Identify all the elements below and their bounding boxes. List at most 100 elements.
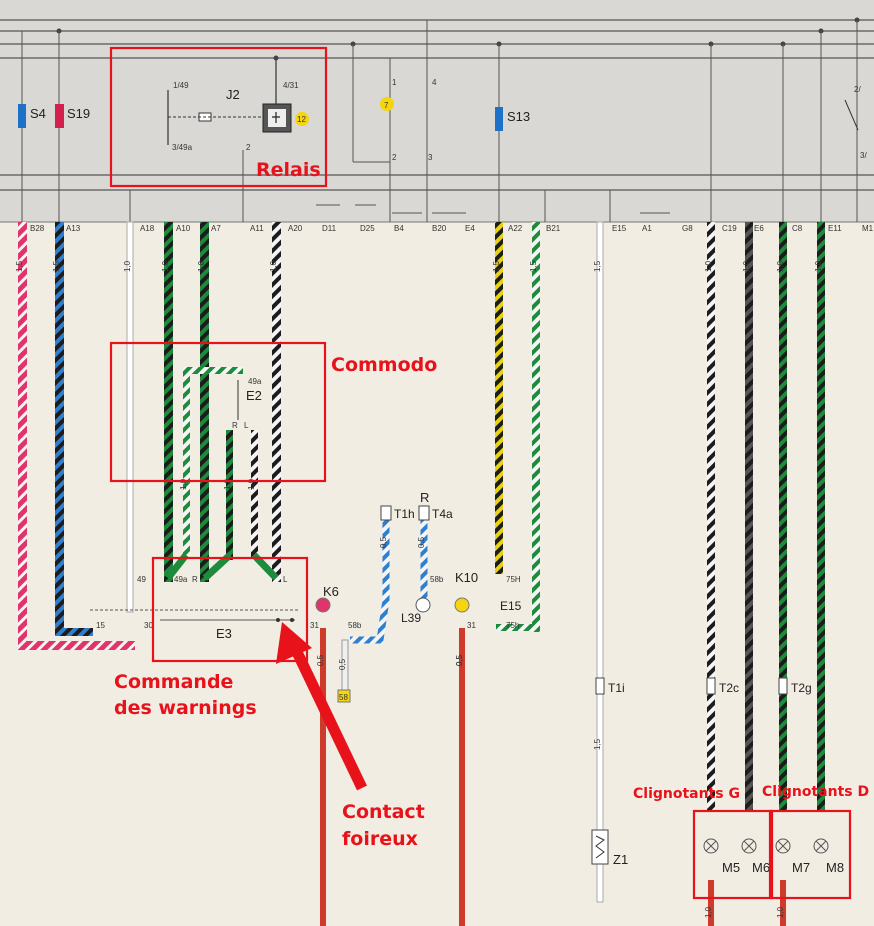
warning-terminal-l: L: [283, 575, 288, 584]
box-clignotants-g: [692, 809, 774, 900]
fuse-s4: [18, 104, 26, 128]
fuse-s19-label: S19: [67, 106, 90, 121]
bulb-m5-label: M5: [722, 860, 740, 875]
wire-gauge-label: 1,0: [814, 260, 823, 272]
connector-label: D11: [322, 224, 337, 233]
wire-gauge-label: 1,0: [247, 478, 256, 490]
wire-green-75h: [496, 624, 540, 631]
wire-gauge-label: 0,5: [455, 654, 464, 666]
wire-gauge-label: 0,5: [417, 536, 426, 548]
terminal-58-badge: [337, 689, 351, 703]
wire-bw-c19: [707, 222, 715, 812]
bus-lines: [0, 19, 874, 191]
wire-gauge-label: 1,5: [15, 260, 24, 272]
lamp-l39-label: L39: [401, 611, 421, 625]
terminal-right-3: 3/: [860, 151, 867, 160]
connector-label: A13: [66, 224, 81, 233]
connector-label: E11: [828, 224, 842, 233]
warning-switch-e3-label: E3: [216, 626, 232, 641]
connector-label: B20: [432, 224, 447, 233]
wire-gauge-label: 1,5: [529, 260, 538, 272]
heater-z1-label: Z1: [613, 852, 628, 867]
wire-gauge-label: 0,5: [316, 654, 325, 666]
connector-label: B4: [394, 224, 404, 233]
wire-gauge-label: 1,5: [52, 260, 61, 272]
wire-gauge-label: 1,0: [269, 260, 278, 272]
wire-gauge-label: 1,0: [742, 260, 751, 272]
fuse-7-badge: [380, 97, 394, 111]
connector-label: B28: [30, 224, 45, 233]
k10-terminal-31: 31: [467, 621, 476, 630]
connector-r-label: R: [420, 490, 429, 505]
wire-commodo-top: [183, 367, 243, 374]
connector-label: C8: [792, 224, 803, 233]
annotation-warnings-line2: des warnings: [114, 697, 257, 719]
wire-commodo-L: [251, 430, 258, 560]
warning-terminal-30: 30: [144, 621, 153, 630]
connector-label: A10: [176, 224, 191, 233]
wire-red-m5: [708, 880, 714, 926]
l39-terminal-58b: 58b: [430, 575, 444, 584]
fuse-s13: [495, 107, 503, 131]
wire-gauge-label: 1,0: [704, 906, 713, 918]
connector-label: A1: [642, 224, 652, 233]
wire-gauge-label: 1,0: [704, 260, 713, 272]
k6-terminal-31: 31: [310, 621, 319, 630]
wire-pink-bottom: [18, 641, 135, 650]
wire-commodo-left: [183, 367, 190, 557]
wire-gauge-label: 1,5: [593, 260, 602, 272]
wire-gauge-label: 1,0: [776, 260, 785, 272]
warning-terminal-r: R: [192, 575, 198, 584]
annotation-warnings-line1: Commande: [114, 671, 233, 693]
wire-red-m7: [780, 880, 786, 926]
relay-terminal-2: 2: [246, 143, 251, 152]
connector-t1i-label: T1i: [608, 681, 625, 695]
connector-t2c-label: T2c: [719, 681, 739, 695]
wire-gauge-label: 1,0: [197, 260, 206, 272]
connector-label: C19: [722, 224, 737, 233]
connector-label: A22: [508, 224, 523, 233]
connector-t4a-label: T4a: [432, 507, 453, 521]
connector-label: E15: [612, 224, 627, 233]
box-clignotants-d: [768, 809, 852, 900]
relay-terminal-4-31: 4/31: [283, 81, 299, 90]
annotation-clignotants-g: Clignotants G: [633, 786, 740, 802]
warning-terminal-49a: 49a: [174, 575, 188, 584]
wire-gauge-label: 0,5: [338, 658, 347, 670]
wire-blue-a13: [55, 222, 64, 634]
e15-terminal-75h-b: 75h: [506, 621, 519, 630]
terminal-4: 4: [432, 78, 437, 87]
wire-white-e15: [596, 221, 604, 903]
terminal-58-label: 58: [339, 693, 348, 702]
commodo-terminal-l: L: [244, 421, 249, 430]
connector-label: G8: [682, 224, 693, 233]
box-warnings: [151, 556, 309, 663]
wire-gauge-label: 1,0: [179, 478, 188, 490]
bulb-m7-label: M7: [792, 860, 810, 875]
wire-green-c8: [779, 222, 787, 812]
warning-terminal-49: 49: [137, 575, 146, 584]
wire-gauge-label: 0,5: [379, 536, 388, 548]
commodo-e2-label: E2: [246, 388, 262, 403]
wire-green-b21: [532, 222, 540, 632]
commodo-terminal-r: R: [232, 421, 238, 430]
bulb-m6-label: M6: [752, 860, 770, 875]
wire-gauge-label: 0,5: [455, 654, 464, 666]
relay-j2: 12: [167, 60, 309, 145]
box-relais: [109, 46, 328, 188]
fuse-7-label: 7: [384, 101, 389, 110]
wire-blue-bottom: [55, 628, 93, 636]
connector-label: A7: [211, 224, 221, 233]
annotation-relais: Relais: [256, 159, 321, 181]
wire-grey-e6: [745, 222, 753, 812]
box-commodo: [109, 341, 327, 483]
wire-gauge-label: 1,0: [161, 260, 170, 272]
wire-bw-a20: [272, 222, 281, 582]
lamp-k6: [315, 597, 331, 613]
arrow-contact-foireux: [276, 622, 367, 791]
commodo-terminal-49a: 49a: [248, 377, 262, 386]
wire-gauge-label: 1,5: [593, 738, 602, 750]
wire-gauge-label: 1,5: [492, 260, 501, 272]
terminal-right-2: 2/: [854, 85, 861, 94]
